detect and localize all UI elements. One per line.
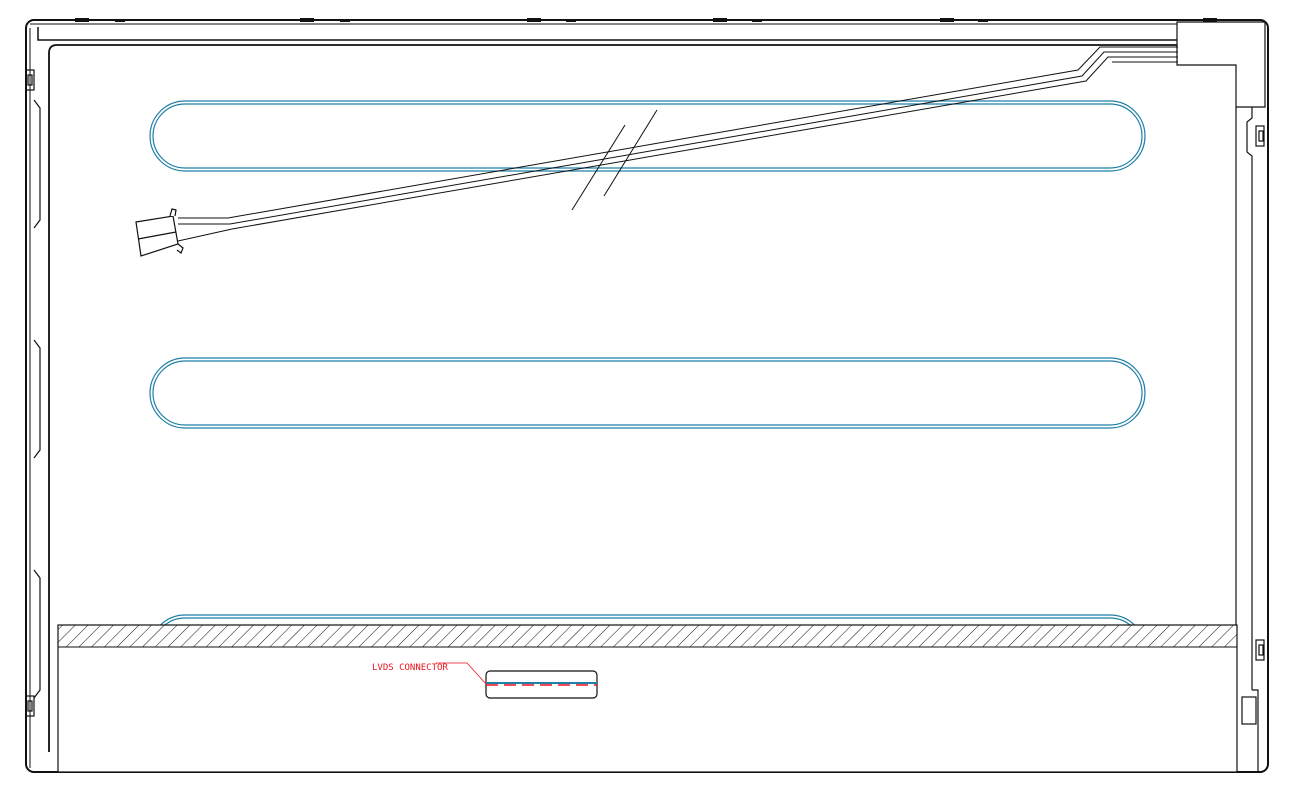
- lamp-cable: [177, 46, 1178, 242]
- cable-connector-icon: [135, 208, 184, 257]
- lvds-connector-label: LVDS CONNECTOR: [372, 663, 448, 673]
- lamp-2: [149, 357, 1146, 429]
- lvds-connector: [436, 662, 598, 699]
- top-tabs: [75, 18, 1217, 22]
- hatched-band: [57, 624, 1238, 648]
- lamps: [149, 100, 1146, 686]
- left-side-features: [25, 69, 41, 717]
- lamp-1: [149, 100, 1146, 172]
- corner-block: [1176, 21, 1266, 108]
- break-mark: [571, 124, 626, 211]
- right-side-features: [1241, 107, 1265, 772]
